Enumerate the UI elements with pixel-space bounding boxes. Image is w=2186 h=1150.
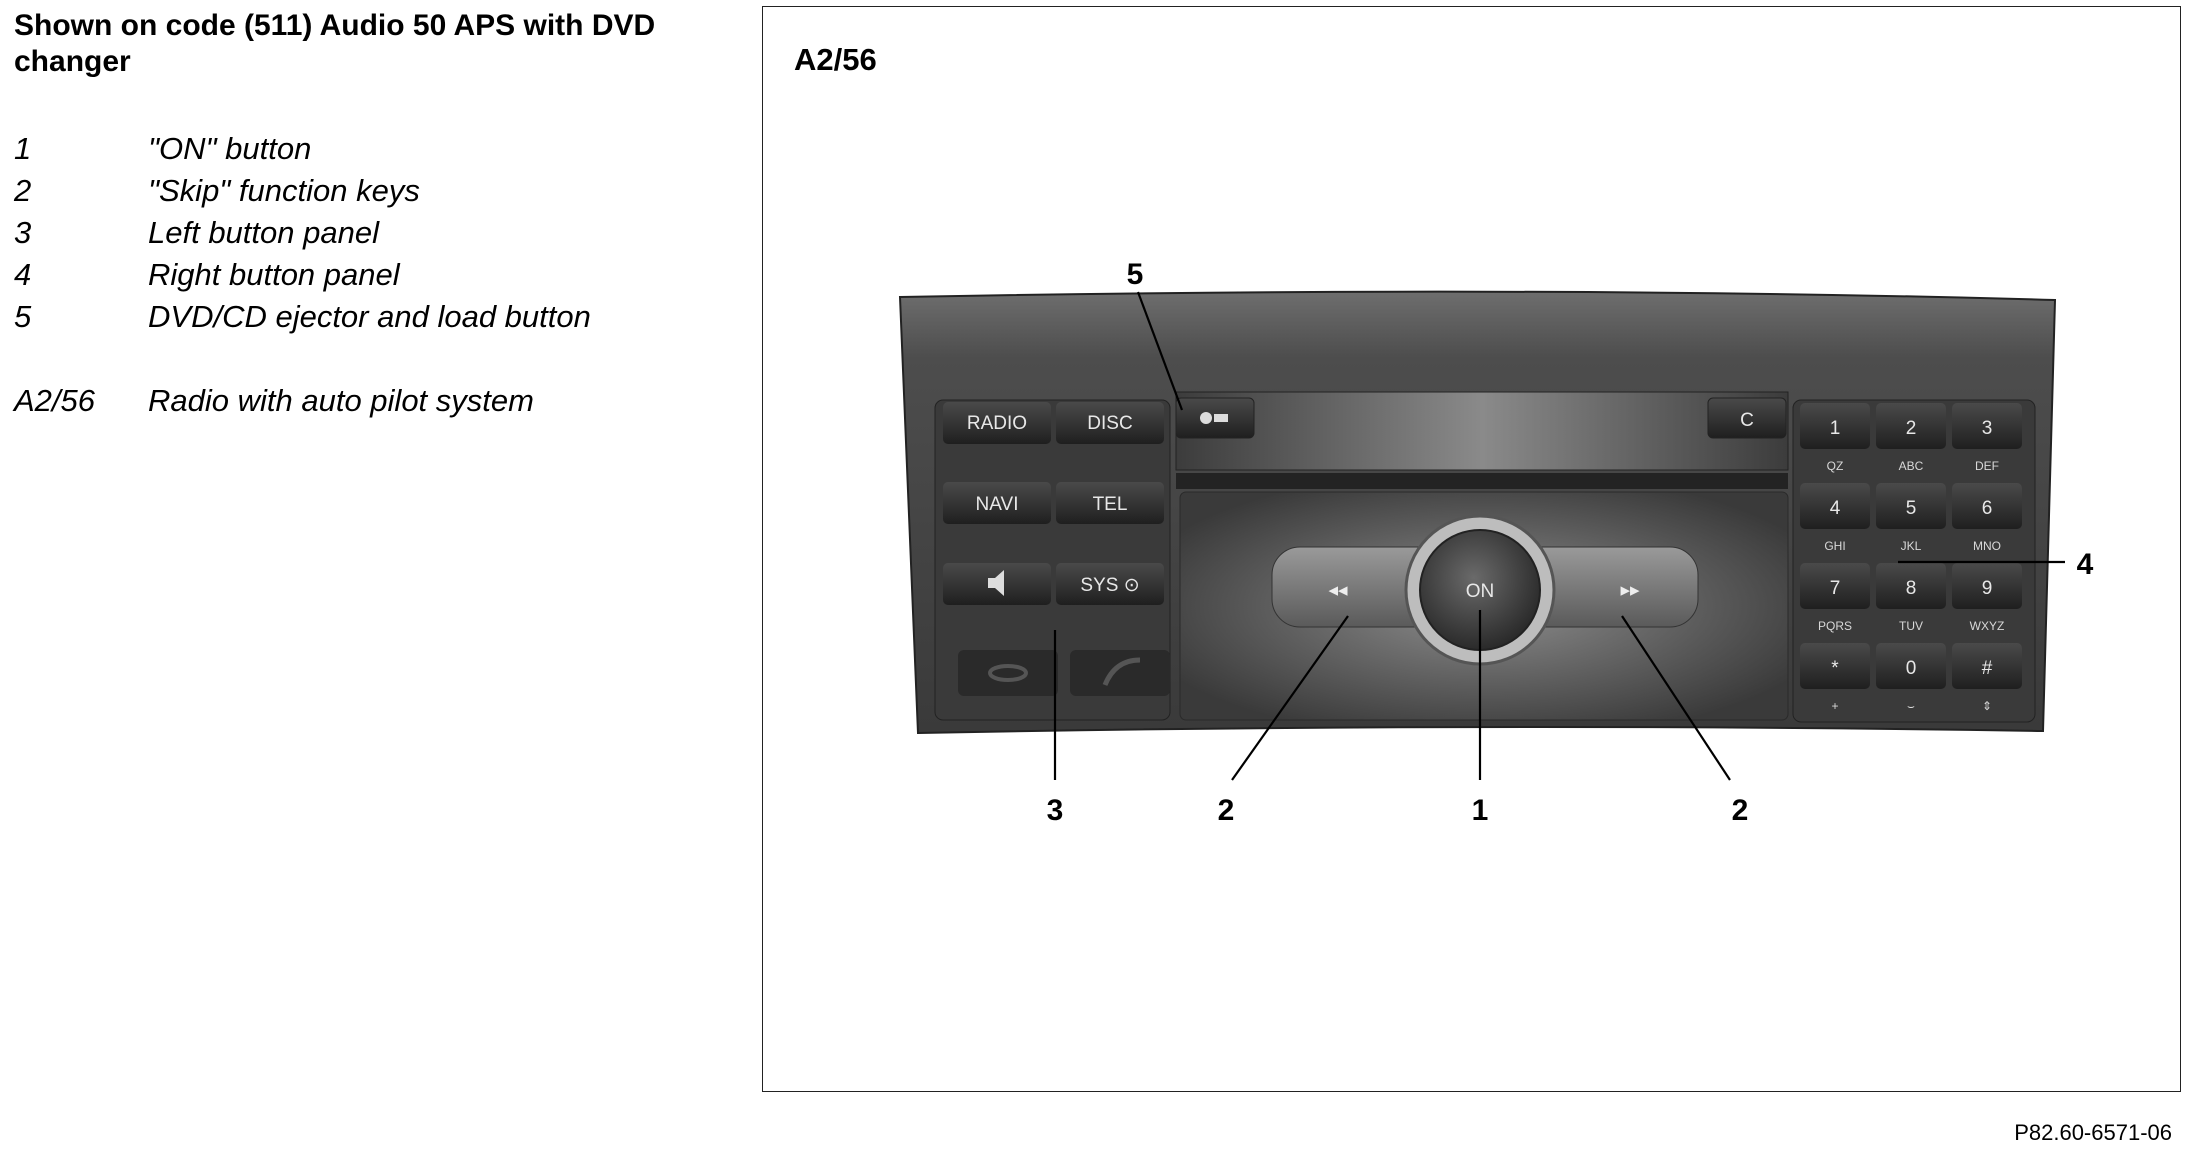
- keypad-key-number: 7: [1830, 578, 1841, 599]
- keypad-key-12[interactable]: [1952, 643, 2022, 689]
- callout-line-2-left: [1231, 615, 1349, 781]
- keypad-key-letters: ⇕: [1982, 699, 1992, 713]
- radio-button[interactable]: [943, 402, 1051, 444]
- callout-line-5: [1136, 291, 1184, 411]
- keypad-key-2[interactable]: [1876, 403, 1946, 449]
- end-call-icon: [988, 664, 1028, 682]
- keypad-key-11[interactable]: [1876, 643, 1946, 689]
- legend-key: 3: [14, 215, 32, 250]
- call-button[interactable]: [1070, 650, 1170, 696]
- legend-key: 1: [14, 131, 32, 166]
- display-window: [1175, 391, 1789, 471]
- radio-button-label: RADIO: [967, 413, 1027, 434]
- navi-button-label: NAVI: [976, 494, 1019, 515]
- keypad-key-letters: ⌣: [1907, 699, 1915, 713]
- callout-5: 5: [1127, 258, 1144, 291]
- legend-text: Left button panel: [148, 215, 379, 250]
- legend-item: 3 Left button panel: [14, 212, 734, 254]
- mute-icon: [988, 570, 1004, 596]
- callout-2-left: 2: [1218, 794, 1235, 827]
- page-heading: Shown on code (511) Audio 50 APS with DV…: [14, 9, 656, 78]
- keypad-key-9[interactable]: [1952, 563, 2022, 609]
- skip-forward-label: ▸▸: [1620, 580, 1640, 601]
- keypad-key-number: 5: [1906, 498, 1917, 519]
- on-button-label: ON: [1466, 581, 1495, 602]
- keypad-key-3[interactable]: [1952, 403, 2022, 449]
- disc-button-label: DISC: [1087, 413, 1132, 434]
- keypad-key-number: *: [1831, 658, 1839, 679]
- legend-key: 2: [14, 173, 32, 208]
- keypad-key-letters: WXYZ: [1970, 619, 2005, 633]
- keypad-key-number: 0: [1906, 658, 1917, 679]
- legend-item: 1 "ON" button: [14, 128, 734, 170]
- navi-button[interactable]: [943, 482, 1051, 524]
- keypad-key-number: 1: [1830, 418, 1841, 439]
- legend-text: Radio with auto pilot system: [148, 383, 534, 418]
- left-button-panel: [934, 399, 1171, 721]
- tel-button-label: TEL: [1093, 494, 1128, 515]
- legend-text: "ON" button: [148, 131, 312, 166]
- legend-item: 2 "Skip" function keys: [14, 170, 734, 212]
- keypad-key-number: 6: [1982, 498, 1993, 519]
- callout-2-right: 2: [1732, 794, 1749, 827]
- eject-icon: [1200, 412, 1228, 424]
- legend-item: 4 Right button panel: [14, 254, 734, 296]
- keypad-key-5[interactable]: [1876, 483, 1946, 529]
- keypad-key-letters: GHI: [1824, 539, 1845, 553]
- legend-key: A2/56: [14, 383, 96, 418]
- keypad-key-number: 2: [1906, 418, 1917, 439]
- keypad-key-letters: ABC: [1899, 459, 1924, 473]
- legend-text: Right button panel: [148, 257, 400, 292]
- clear-button-label: C: [1740, 410, 1754, 431]
- keypad-key-letters: DEF: [1975, 459, 1999, 473]
- disc-slot: [1176, 473, 1788, 489]
- keypad-key-1[interactable]: [1800, 403, 1870, 449]
- callout-1: 1: [1472, 794, 1489, 827]
- keypad-key-letters: MNO: [1973, 539, 2001, 553]
- legend-text: "Skip" function keys: [148, 173, 420, 208]
- sys-button-label: SYS ⊙: [1080, 575, 1139, 596]
- keypad-key-4[interactable]: [1800, 483, 1870, 529]
- legend: 1 "ON" button 2 "Skip" function keys 3 L…: [14, 128, 734, 422]
- figure-frame: [762, 6, 2181, 1092]
- keypad-key-letters: +: [1831, 699, 1838, 713]
- keypad-key-number: #: [1982, 658, 1993, 679]
- legend-key: 4: [14, 257, 32, 292]
- keypad-key-6[interactable]: [1952, 483, 2022, 529]
- keypad-key-number: 3: [1982, 418, 1993, 439]
- left-buttons: [943, 402, 1170, 696]
- keypad-key-number: 8: [1906, 578, 1917, 599]
- callout-4: 4: [2077, 548, 2094, 581]
- skip-back-label: ◂◂: [1328, 580, 1348, 601]
- sys-button[interactable]: [1056, 563, 1164, 605]
- disc-button[interactable]: [1056, 402, 1164, 444]
- end-call-button[interactable]: [958, 650, 1058, 696]
- call-icon: [1102, 657, 1141, 687]
- keypad-key-number: 9: [1982, 578, 1993, 599]
- tel-button[interactable]: [1056, 482, 1164, 524]
- callout-line-2-right: [1621, 615, 1731, 781]
- keypad-key-letters: QZ: [1827, 459, 1844, 473]
- legend-key: 5: [14, 299, 32, 334]
- keypad-key-letters: PQRS: [1818, 619, 1852, 633]
- callout-lines: [1053, 291, 2065, 781]
- keypad-key-7[interactable]: [1800, 563, 1870, 609]
- callout-3: 3: [1047, 794, 1064, 827]
- legend-component: A2/56 Radio with auto pilot system: [14, 380, 734, 422]
- legend-text: DVD/CD ejector and load button: [148, 299, 591, 334]
- keypad-key-number: 4: [1830, 498, 1841, 519]
- figure-code: P82.60-6571-06: [2014, 1120, 2172, 1145]
- keypad-key-10[interactable]: [1800, 643, 1870, 689]
- figure-id: A2/56: [794, 42, 877, 77]
- keypad-key-letters: JKL: [1901, 539, 1922, 553]
- legend-item: 5 DVD/CD ejector and load button: [14, 296, 734, 338]
- keypad-key-8[interactable]: [1876, 563, 1946, 609]
- keypad-key-letters: TUV: [1899, 619, 1923, 633]
- clear-button[interactable]: [1707, 397, 1787, 439]
